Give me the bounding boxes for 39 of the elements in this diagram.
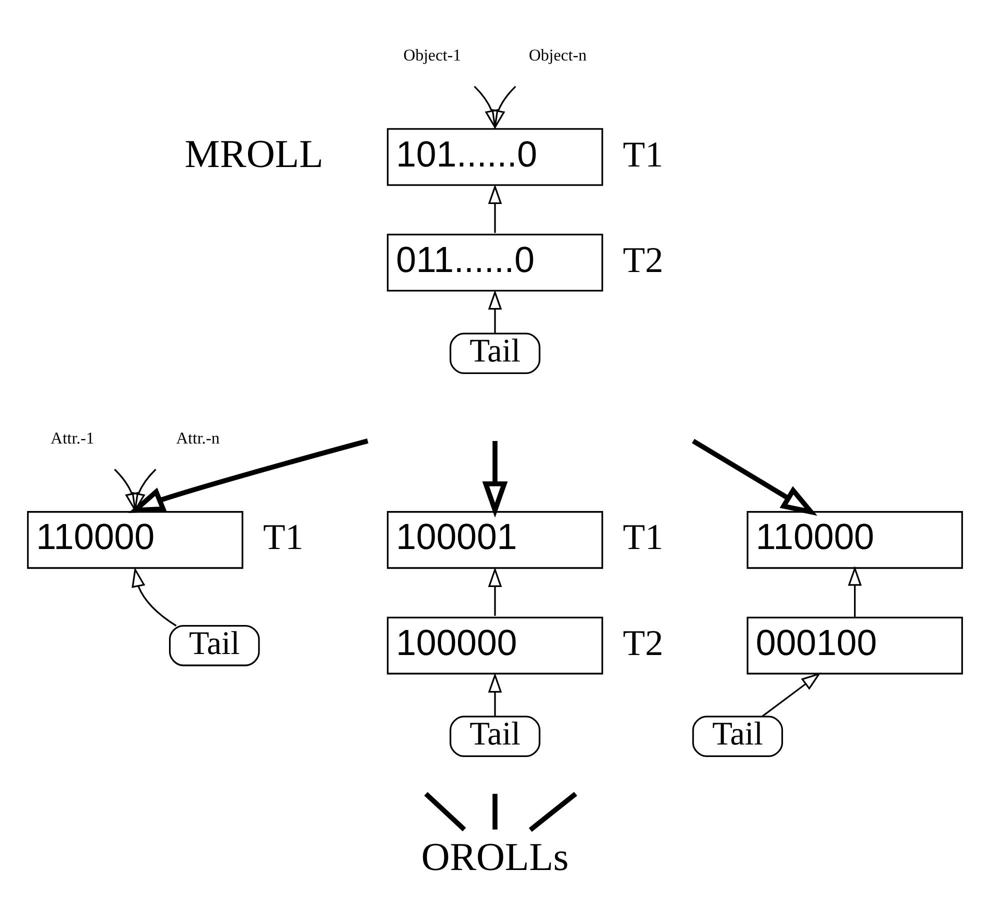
arrow [132,566,177,626]
arrow [762,672,822,716]
node-box: Tail [450,715,540,756]
node-box: Tail [692,715,784,756]
node-text: Object-1 [403,44,462,64]
node-box: 110000 [27,510,244,568]
node-box: 100000 [386,616,604,674]
node-text: Object-n [528,44,587,64]
arrow [848,565,862,616]
arrow [488,566,502,616]
node-label: T2 [622,622,664,662]
label: MROLL [184,132,324,176]
connector [492,793,498,830]
arrow [474,85,498,130]
arrow [114,468,167,513]
node-box: 000100 [746,616,963,674]
node-text: OROLLs [421,834,569,878]
connector [424,792,466,831]
node-box: 011......0 [386,233,604,292]
node-label: T1 [263,516,304,557]
arrow [692,438,818,516]
node-label: T1 [622,516,664,557]
arrow [492,85,516,130]
node-label: T1 [622,134,664,174]
connector [528,791,578,832]
node-box: 100001 [386,510,604,568]
node-label: T2 [622,239,664,280]
node-text: Attr.-1 [50,428,94,447]
arrow [488,184,502,232]
node-box: 101......0 [386,128,604,186]
arrow [128,438,368,513]
node-box: Tail [450,332,540,374]
node-box: Tail [169,624,260,666]
arrow [488,672,502,716]
arrow [128,468,167,513]
arrow [482,440,508,518]
node-text: Attr.-n [176,428,220,447]
node-box: 110000 [746,510,963,568]
arrow [488,289,502,334]
